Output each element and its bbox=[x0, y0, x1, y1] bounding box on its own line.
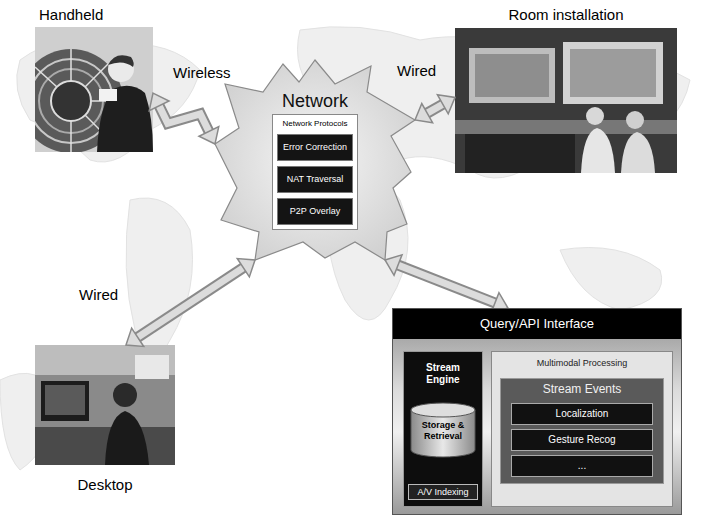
event-label: Localization bbox=[516, 408, 648, 420]
arrow-head bbox=[126, 328, 144, 346]
connector-arrow bbox=[149, 93, 219, 144]
desktop-photo bbox=[35, 345, 175, 465]
connector-label: Wired bbox=[79, 286, 118, 304]
arrow-shaft-outline bbox=[397, 265, 496, 304]
protocol-stack: Network ProtocolsError CorrectionNAT Tra… bbox=[272, 114, 358, 230]
events-box: Stream EventsLocalizationGesture Recog..… bbox=[500, 378, 664, 484]
connector-label: Wireless bbox=[173, 64, 231, 82]
protocol-box: P2P Overlay bbox=[277, 198, 353, 225]
connector-label: Wired bbox=[397, 62, 436, 80]
arrow-shaft-outline bbox=[159, 105, 210, 132]
starburst bbox=[215, 60, 415, 260]
protocol-label: NAT Traversal bbox=[283, 174, 347, 185]
event-box: Gesture Recog bbox=[511, 429, 653, 451]
device-photo-frame: Handheld bbox=[35, 5, 153, 152]
arrow-head bbox=[385, 255, 402, 275]
arrow-shaft-outline bbox=[137, 267, 244, 338]
index-label: A/V Indexing bbox=[409, 485, 477, 499]
device-photo-frame: Room installation bbox=[455, 5, 677, 173]
storage-label: Storage & Retrieval bbox=[410, 402, 476, 442]
stream-engine: Stream EngineStorage & RetrievalA/V Inde… bbox=[403, 351, 483, 507]
cylinder-top bbox=[411, 403, 475, 417]
api-panel: Query/API InterfaceStream EngineStorage … bbox=[392, 308, 682, 515]
device-caption: Desktop bbox=[35, 475, 175, 495]
processing-title: Multimodal Processing bbox=[492, 352, 672, 369]
index-box: A/V Indexing bbox=[408, 484, 478, 500]
arrow-shaft bbox=[159, 105, 210, 132]
events-title: Stream Events bbox=[501, 379, 663, 399]
protocol-label: Error Correction bbox=[283, 142, 347, 153]
connector-arrow bbox=[385, 255, 508, 313]
network-cloud: NetworkNetwork ProtocolsError Correction… bbox=[215, 60, 415, 260]
arrow-shaft bbox=[137, 267, 244, 338]
arrow-head bbox=[415, 104, 433, 123]
device-photo-frame: Desktop bbox=[35, 345, 175, 497]
arrow-head bbox=[237, 259, 255, 277]
connector-arrow bbox=[415, 95, 455, 123]
connector-arrow bbox=[126, 259, 255, 347]
arrow-head bbox=[437, 95, 455, 114]
device-caption: Handheld bbox=[35, 5, 153, 25]
event-label: ... bbox=[516, 460, 648, 472]
engine-title: Stream Engine bbox=[404, 352, 482, 386]
room-installation-photo bbox=[455, 28, 677, 173]
continent-shapes bbox=[0, 27, 690, 470]
handheld-photo bbox=[35, 27, 153, 152]
protocol-label: P2P Overlay bbox=[283, 206, 347, 217]
protocol-box: NAT Traversal bbox=[277, 166, 353, 193]
arrow-head bbox=[199, 127, 219, 144]
arrow-shaft bbox=[397, 265, 496, 304]
event-label: Gesture Recog bbox=[516, 434, 648, 446]
protocol-box: Error Correction bbox=[277, 134, 353, 161]
device-caption: Room installation bbox=[455, 5, 677, 25]
arrow-shaft-outline bbox=[426, 104, 443, 114]
event-box: Localization bbox=[511, 403, 653, 425]
cloud-title: Network bbox=[215, 90, 415, 112]
arrow-shaft bbox=[426, 104, 443, 114]
panel-header: Query/API Interface bbox=[393, 309, 681, 339]
stack-title: Network Protocols bbox=[277, 118, 353, 129]
storage-cylinder: Storage & Retrieval bbox=[410, 402, 476, 458]
processing-box: Multimodal ProcessingStream EventsLocali… bbox=[491, 351, 673, 507]
arrow-head bbox=[149, 93, 169, 110]
event-box: ... bbox=[511, 455, 653, 477]
